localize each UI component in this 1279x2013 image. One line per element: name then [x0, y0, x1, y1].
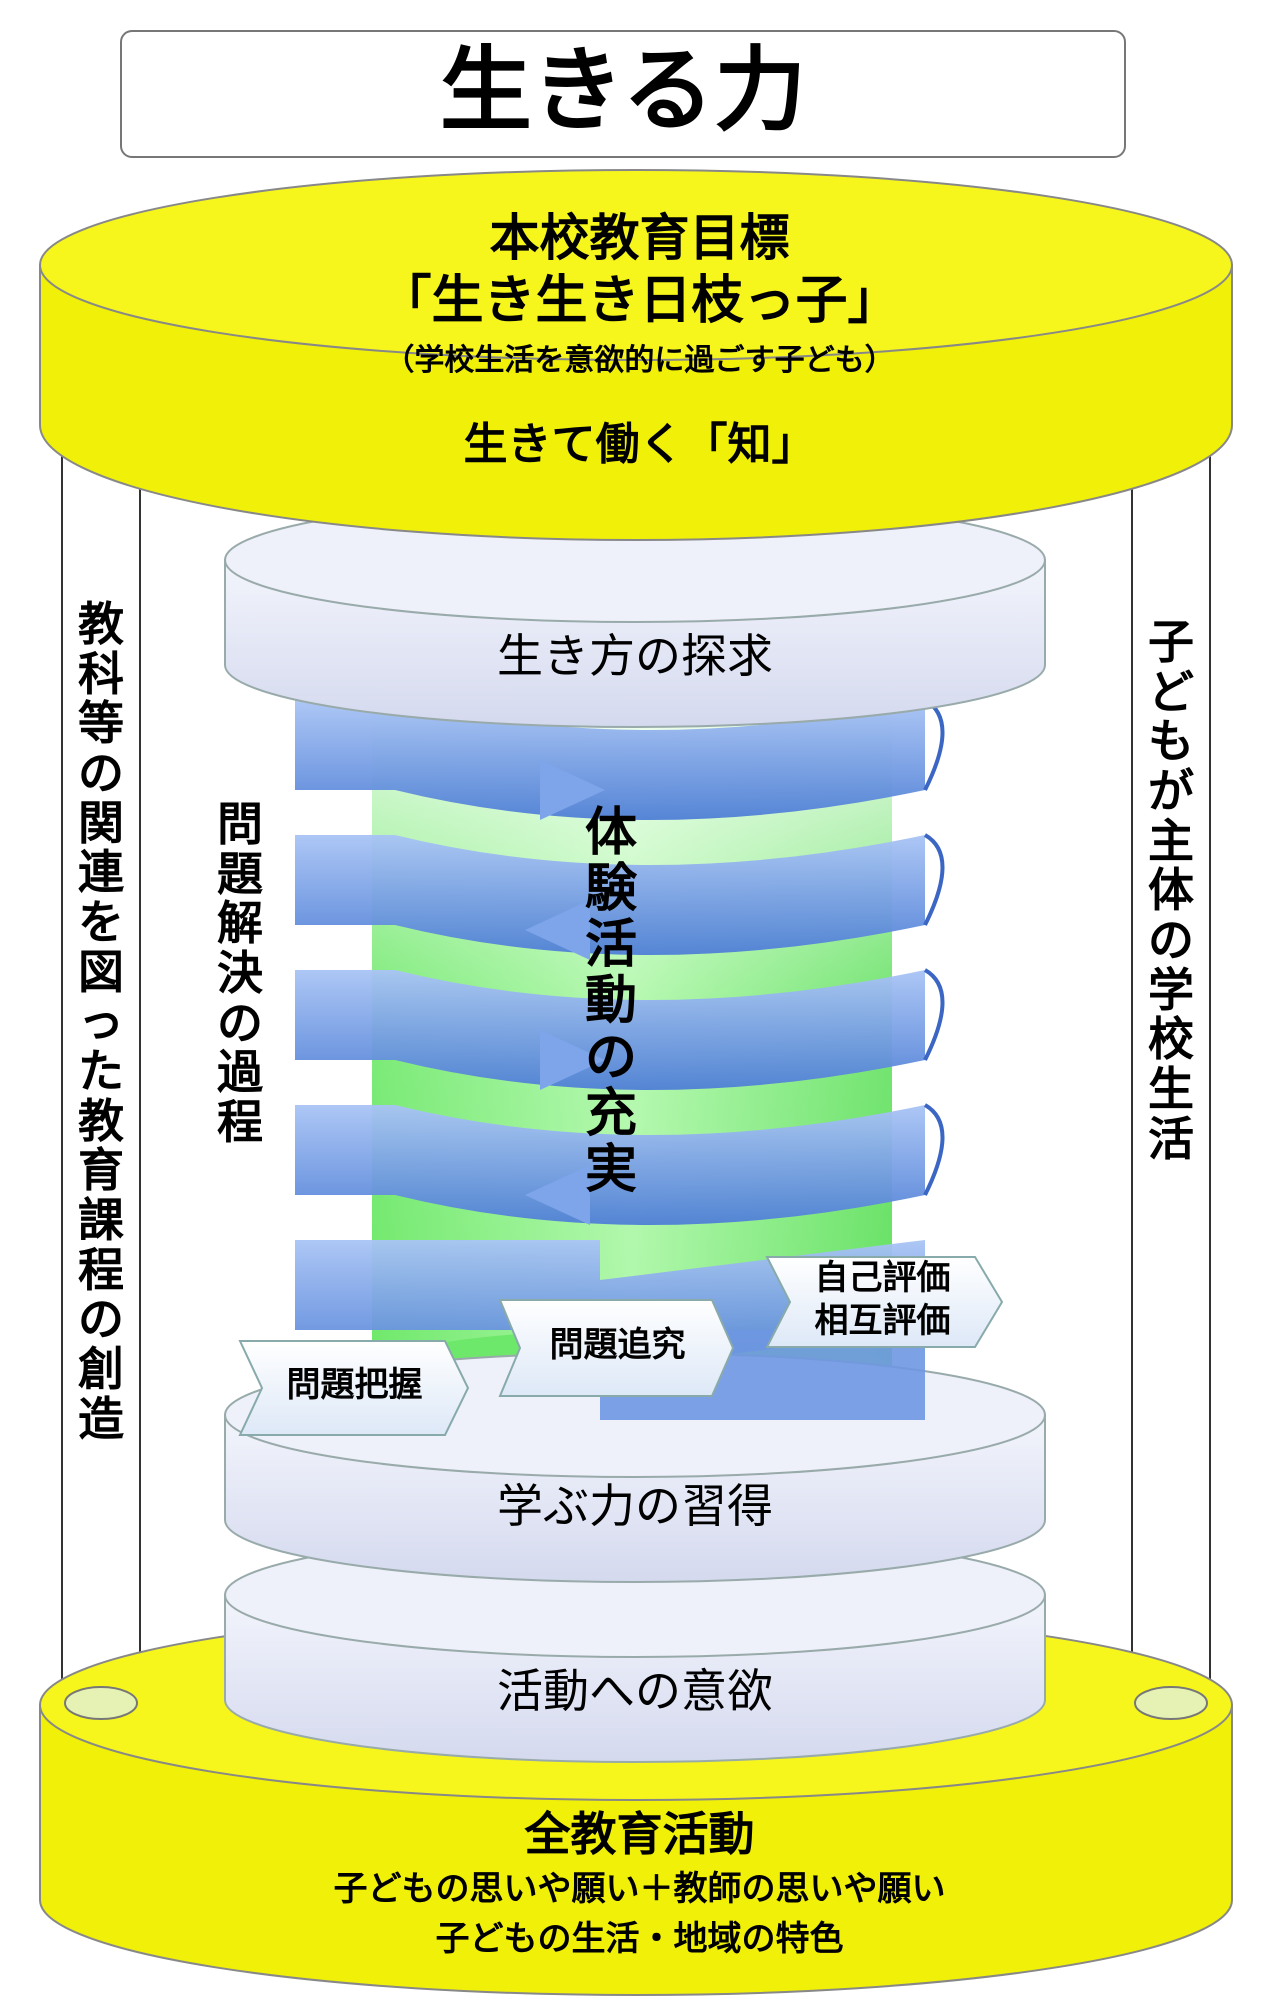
knowledge-label: 生きて働く「知」	[463, 419, 816, 470]
left-pillar-label: 教科等の関連を図った教育課程の創造	[78, 597, 124, 1446]
title-box	[120, 30, 1126, 158]
top-disc	[39, 169, 1233, 541]
step-problem-grasp: 問題把握	[286, 1365, 423, 1405]
experience-label: 体験活動の充実	[584, 803, 637, 1200]
step-self-evaluation: 自己評価	[814, 1258, 951, 1298]
base-line1: 子どもの思いや願い＋教師の思いや願い	[333, 1869, 946, 1909]
right-pillar-label: 子どもが主体の学校生活	[1148, 615, 1194, 1166]
base-heading: 全教育活動	[524, 1807, 755, 1861]
process-label: 問題解決の過程	[217, 797, 263, 1150]
layer-top-label: 生き方の探求	[497, 629, 773, 683]
goal-heading: 本校教育目標	[489, 209, 790, 267]
layer-middle-label: 学ぶ力の習得	[497, 1479, 773, 1533]
layer-bottom-label: 活動への意欲	[497, 1664, 773, 1718]
page-title: 生きる力	[439, 37, 807, 144]
step-mutual-evaluation: 相互評価	[814, 1301, 951, 1341]
base-line2: 子どもの生活・地域の特色	[435, 1919, 844, 1959]
step-box-problem-pursuit	[498, 1299, 735, 1397]
goal-note: （学校生活を意欲的に過ごす子ども）	[384, 343, 895, 378]
step-problem-pursuit: 問題追究	[549, 1325, 686, 1365]
goal-name: 「生き生き日枝っ子」	[379, 271, 900, 331]
step-box-evaluation	[765, 1256, 1004, 1348]
step-box-problem-grasp	[238, 1340, 470, 1436]
